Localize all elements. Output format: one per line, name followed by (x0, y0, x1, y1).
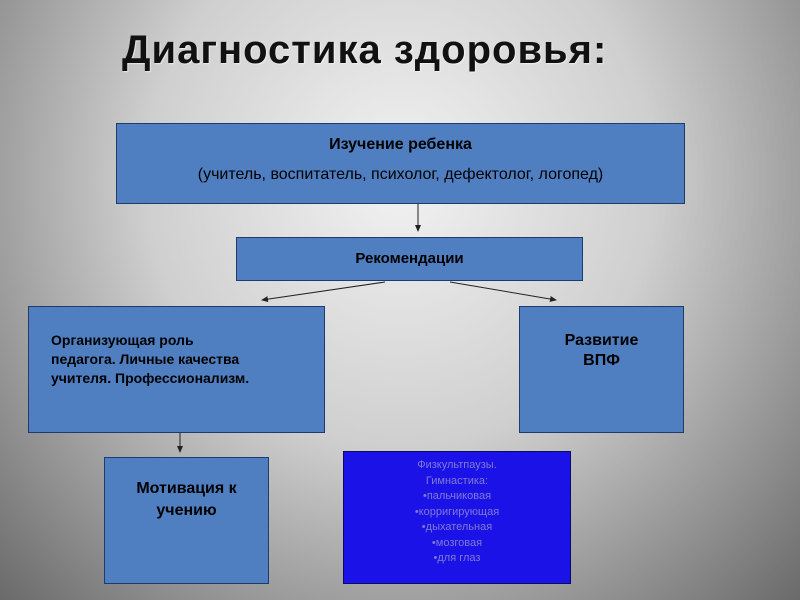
box-vpf-development: Развитие ВПФ (519, 306, 684, 433)
teacher-role-line: педагога. Личные качества (51, 351, 240, 367)
motivation-line: учению (156, 502, 217, 519)
phys-list-item: •корригирующая (414, 505, 500, 518)
teacher-role-line: Организующая роль (51, 332, 194, 348)
box-recommendations: Рекомендации (236, 237, 583, 281)
vpf-line: Развитие (564, 332, 639, 349)
teacher-role-line: учителя. Профессионализм. (51, 370, 250, 386)
box-motivation: Мотивация к учению (104, 457, 269, 584)
study-heading: Изучение ребенка (329, 136, 472, 153)
box-teacher-role: Организующая роль педагога. Личные качес… (28, 306, 325, 433)
arrow-recommendations-to-vpf (449, 281, 557, 302)
vpf-line: ВПФ (583, 352, 620, 369)
phys-line: Физкультпаузы. (417, 459, 497, 471)
arrow-recommendations-to-teacher-role (261, 281, 386, 303)
phys-list-item: •для глаз (433, 552, 481, 564)
phys-list-item: •мозговая (431, 536, 483, 549)
box-study-child: Изучение ребенка (учитель, воспитатель, … (116, 123, 685, 204)
phys-list-item: •пальчиковая (422, 490, 492, 502)
page-title: Диагностика здоровья: (122, 28, 608, 72)
box-physical-breaks: Физкультпаузы. Гимнастика: •пальчиковая … (343, 451, 571, 584)
phys-line: Гимнастика: (425, 474, 489, 487)
study-participants: (учитель, воспитатель, психолог, дефекто… (197, 166, 604, 183)
phys-list-item: •дыхательная (421, 521, 493, 533)
motivation-line: Мотивация к (136, 480, 237, 497)
